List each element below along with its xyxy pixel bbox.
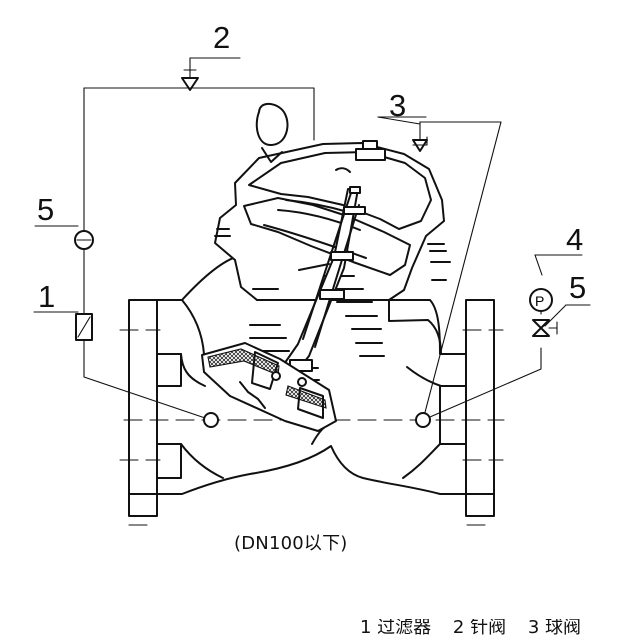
callout-1: 1 — [38, 279, 56, 314]
legend-item-needle-valve: 2 针阀 — [452, 619, 507, 638]
callout-5-left: 5 — [37, 192, 55, 227]
ball-valve-3 — [412, 136, 428, 152]
callout-3: 3 — [389, 88, 407, 123]
ball-valve-5-left — [74, 230, 94, 250]
filter-1 — [75, 313, 93, 341]
ball-valve-5-right — [532, 319, 558, 337]
callout-5-right: 5 — [569, 270, 587, 305]
legend-item-filter: 1 过滤器 — [360, 619, 432, 638]
valve-body — [119, 236, 505, 526]
legend-item-ball-valve: 3 球阀 — [527, 619, 582, 638]
diagram-caption: (DN100以下) — [234, 533, 348, 554]
callout-2: 2 — [213, 20, 231, 55]
pressure-gauge-4: P — [529, 288, 553, 312]
pilot-pipe-lines — [83, 87, 542, 421]
valve-disc — [201, 342, 337, 432]
needle-valve-2 — [181, 69, 199, 91]
callout-leaders — [33, 57, 591, 327]
component-legend: 1 过滤器 2 针阀 3 球阀 — [360, 619, 640, 640]
callout-4: 4 — [566, 222, 584, 257]
valve-bonnet — [214, 103, 451, 301]
svg-text:P: P — [535, 293, 544, 309]
